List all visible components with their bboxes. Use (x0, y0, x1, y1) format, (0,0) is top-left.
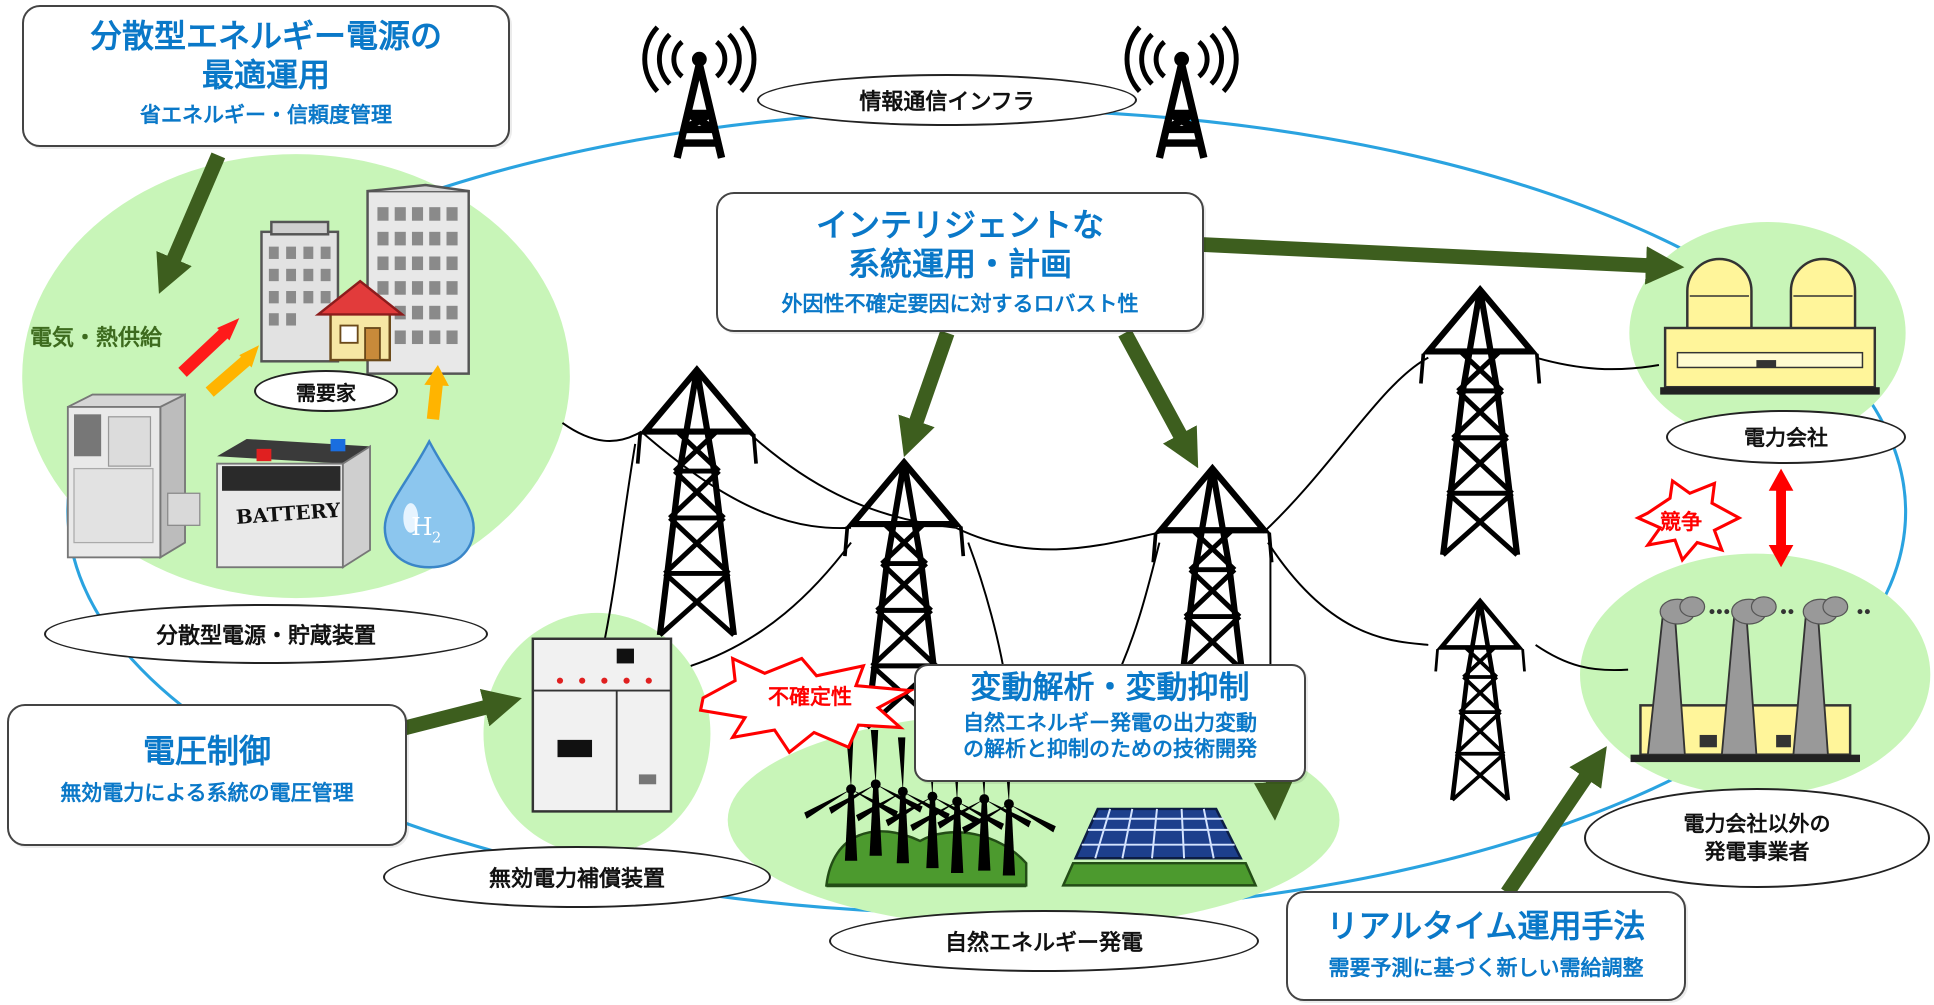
utility-oval: 電力会社 (1666, 410, 1906, 464)
intelligent-operation-title: インテリジェントな 系統運用・計画 (815, 206, 1104, 284)
it-infrastructure-oval: 情報通信インフラ (757, 74, 1137, 126)
nuclear-plant-icon (1660, 257, 1880, 395)
fluctuation-analysis-box: 変動解析・変動抑制 自然エネルギー発電の出力変動 の解析と抑制のための技術開発 (914, 664, 1306, 782)
consumer-oval: 需要家 (254, 370, 398, 412)
fluctuation-analysis-title: 変動解析・変動抑制 (970, 670, 1250, 706)
voltage-control-box: 電圧制御 無効電力による系統の電圧管理 (7, 704, 407, 846)
house-icon (314, 279, 406, 362)
realtime-operation-title: リアルタイム運用手法 (1326, 907, 1646, 945)
compensator-cabinet-icon (531, 637, 673, 813)
storage-oval: 分散型電源・貯蔵装置 (44, 604, 488, 664)
uncertainty-burst (698, 655, 916, 755)
hydrogen-symbol: H (411, 512, 433, 541)
distributed-operation-title: 分散型エネルギー電源の 最適運用 (89, 17, 442, 95)
natural-energy-oval: 自然エネルギー発電 (829, 910, 1259, 972)
competition-label: 競争 (1660, 510, 1702, 534)
ipp-oval: 電力会社以外の 発電事業者 (1584, 788, 1930, 888)
fluctuation-analysis-subtitle: 自然エネルギー発電の出力変動 の解析と抑制のための技術開発 (963, 710, 1257, 762)
building-icon (260, 183, 470, 375)
voltage-control-title: 電圧制御 (142, 732, 271, 770)
voltage-control-subtitle: 無効電力による系統の電圧管理 (60, 781, 354, 806)
hydrogen-subscript: 2 (432, 530, 441, 547)
competition-burst (1634, 478, 1743, 563)
hydrogen-drop-icon (383, 438, 475, 569)
realtime-operation-subtitle: 需要予測に基づく新しい需給調整 (1328, 956, 1644, 981)
battery-icon (216, 438, 371, 569)
reactive-compensator-oval: 無効電力補償装置 (383, 846, 771, 908)
distributed-operation-subtitle: 省エネルギー・信頼度管理 (140, 103, 392, 128)
thermal-plant-icon (1630, 596, 1870, 763)
solar-panel-icon (1061, 807, 1258, 887)
intelligent-operation-box: インテリジェントな 系統運用・計画 外因性不確定要因に対するロバスト性 (716, 192, 1204, 332)
distributed-operation-box: 分散型エネルギー電源の 最適運用 省エネルギー・信頼度管理 (22, 5, 510, 147)
realtime-operation-box: リアルタイム運用手法 需要予測に基づく新しい需給調整 (1286, 891, 1686, 1001)
intelligent-operation-subtitle: 外因性不確定要因に対するロバスト性 (781, 292, 1139, 317)
wind-farm-icon (804, 730, 1056, 888)
heat-supply-label: 電気・熱供給 (30, 326, 163, 351)
uncertainty-label: 不確定性 (768, 685, 852, 709)
cogeneration-unit-icon (66, 393, 201, 560)
